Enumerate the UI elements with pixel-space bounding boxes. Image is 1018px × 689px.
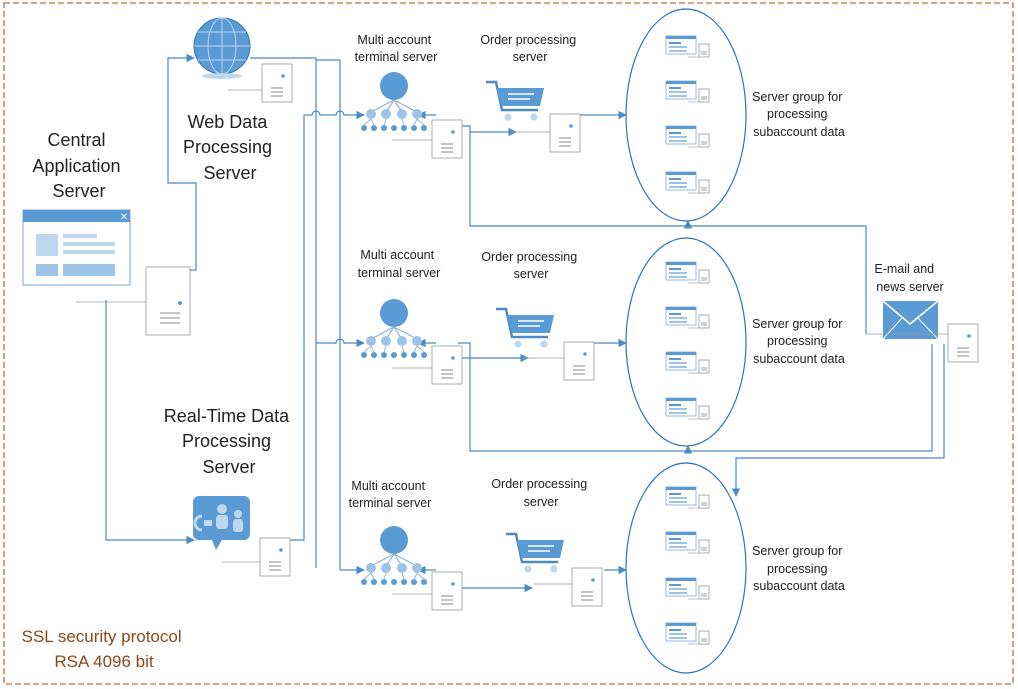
server-tower-icon xyxy=(549,113,581,153)
email-news-server: E-mail and news server xyxy=(866,262,979,363)
order-server-label: Order processing server xyxy=(480,33,579,64)
server-tower-icon xyxy=(563,341,595,381)
server-tower-icon xyxy=(261,63,293,103)
shopping-cart-icon xyxy=(504,532,566,574)
network-hierarchy-icon xyxy=(360,525,428,586)
processing-row-3: Multi account terminal server Order proc… xyxy=(349,462,846,674)
central-server-label: Central Application Server xyxy=(32,130,125,201)
shopping-cart-icon xyxy=(484,80,546,122)
ssl-protocol-label: SSL security protocol RSA 4096 bit xyxy=(22,627,187,671)
server-group xyxy=(625,8,747,222)
web-data-processing-server: Web Data Processing Server xyxy=(183,17,293,183)
email-server-label: E-mail and news server xyxy=(874,262,943,294)
server-tower-icon xyxy=(145,266,191,336)
order-server-label: Order processing server xyxy=(491,477,590,509)
server-tower-icon xyxy=(947,323,979,363)
realtime-data-processing-server: Real-Time Data Processing Server xyxy=(164,406,294,577)
server-group xyxy=(625,237,747,447)
server-group xyxy=(625,462,747,674)
server-group-label: Server group for processing subaccount d… xyxy=(752,90,846,139)
envelope-icon xyxy=(882,300,939,340)
globe-icon xyxy=(193,17,251,79)
server-group-label: Server group for processing subaccount d… xyxy=(752,317,846,366)
security-boundary xyxy=(3,2,1014,685)
server-tower-icon xyxy=(259,537,291,577)
network-hierarchy-icon xyxy=(360,298,428,359)
connection-lines xyxy=(105,53,945,593)
application-window-icon: ✕ xyxy=(22,209,131,286)
terminal-server-label: Multi account terminal server xyxy=(358,248,441,280)
server-tower-icon xyxy=(431,119,463,159)
server-group-label: Server group for processing subaccount d… xyxy=(752,544,846,593)
server-tower-icon xyxy=(431,345,463,385)
terminal-server-label: Multi account terminal server xyxy=(355,33,438,64)
realtime-server-label: Real-Time Data Processing Server xyxy=(164,406,294,477)
order-server-label: Order processing server xyxy=(481,250,580,281)
processing-row-1: Multi account terminal server Order proc… xyxy=(355,8,846,222)
network-hierarchy-icon xyxy=(360,71,428,132)
server-tower-icon xyxy=(571,567,603,607)
terminal-server-label: Multi account terminal server xyxy=(349,479,432,510)
shopping-cart-icon xyxy=(494,307,556,349)
web-server-label: Web Data Processing Server xyxy=(183,112,277,183)
svg-text:✕: ✕ xyxy=(120,212,128,223)
video-conference-icon xyxy=(193,496,250,550)
central-application-server: Central Application Server ✕ xyxy=(22,130,191,336)
server-tower-icon xyxy=(431,571,463,611)
processing-row-2: Multi account terminal server Order proc… xyxy=(358,237,846,447)
